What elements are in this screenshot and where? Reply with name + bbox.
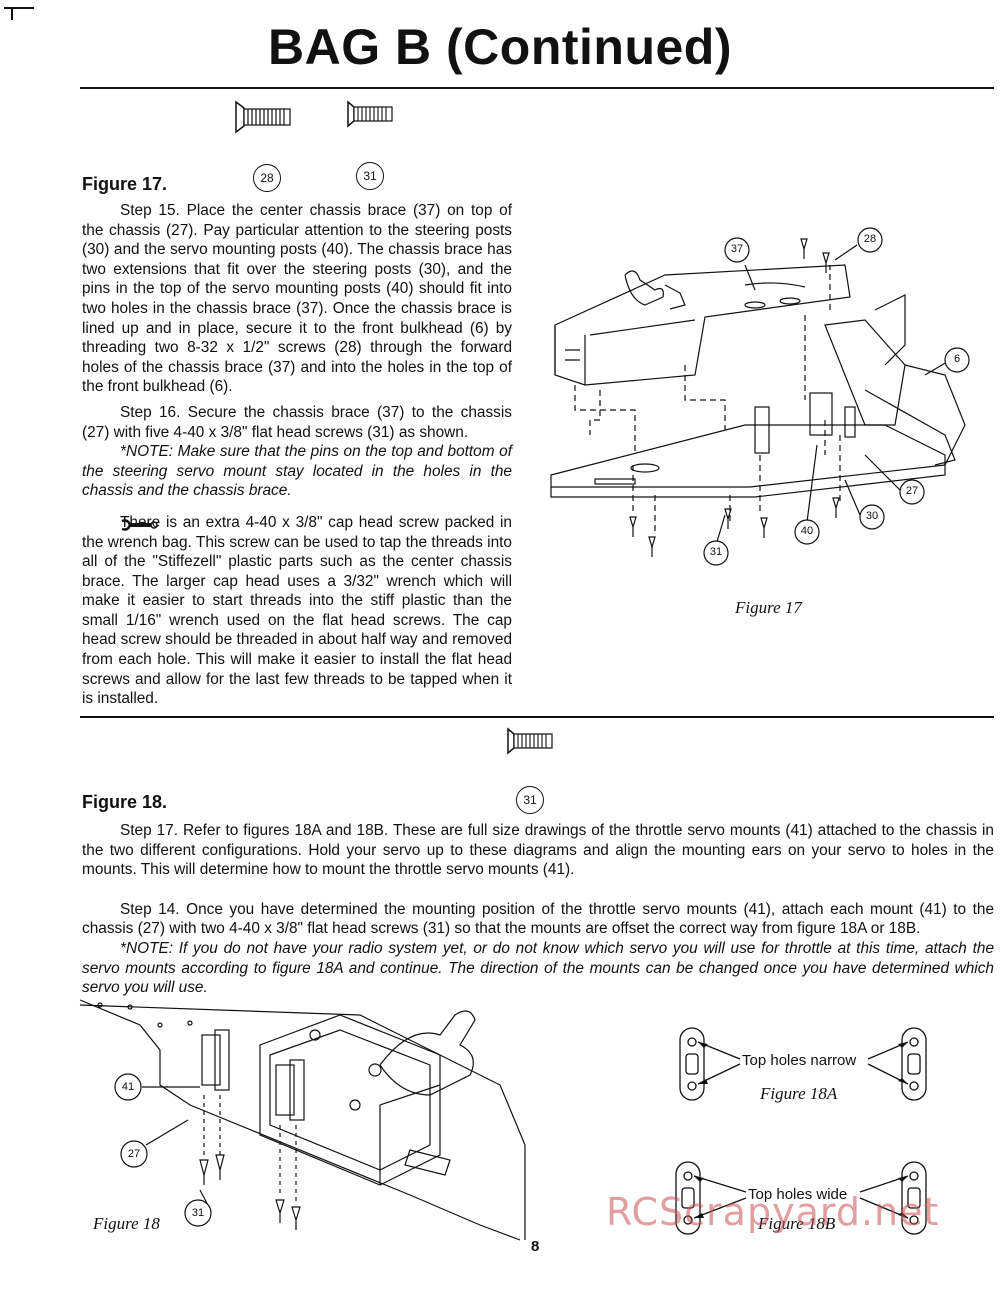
callout-40: 40 xyxy=(800,525,814,537)
figure17-note: *NOTE: Make sure that the pins on the to… xyxy=(82,443,512,500)
corner-mark xyxy=(4,7,34,20)
wrench-icon xyxy=(121,519,158,531)
screw-31-icon xyxy=(347,100,393,128)
tip-paragraph: There is an extra 4-40 x 3/8" cap head s… xyxy=(82,513,512,709)
step16-text: Step 16. Secure the chassis brace (37) t… xyxy=(82,403,512,441)
step14-text: Step 14. Once you have determined the mo… xyxy=(82,900,994,938)
watermark-text: RCScrapyard.net xyxy=(606,1190,940,1234)
part-label-31-fig18: 31 xyxy=(516,786,544,814)
figure18b-drawing xyxy=(675,1161,927,1235)
figure17-caption: Figure 17 xyxy=(735,598,802,617)
callout-27-fig18: 27 xyxy=(127,1148,141,1160)
figure18-heading: Figure 18. xyxy=(82,792,168,812)
part-label-31: 31 xyxy=(356,162,384,190)
figure18a-drawing xyxy=(679,1027,927,1101)
figure18-text: Step 17. Refer to figures 18A and 18B. T… xyxy=(82,821,994,998)
figure17-heading: Figure 17. xyxy=(82,174,168,194)
fig18b-label: Top holes wide xyxy=(748,1186,848,1203)
callout-41: 41 xyxy=(121,1081,135,1093)
section-divider xyxy=(80,716,994,718)
screw-28-icon xyxy=(235,100,291,134)
tip-text: There is an extra 4-40 x 3/8" cap head s… xyxy=(82,513,512,708)
callout-6: 6 xyxy=(953,353,961,365)
callout-31: 31 xyxy=(709,546,723,558)
part-label-28: 28 xyxy=(253,164,281,192)
callout-30: 30 xyxy=(865,510,879,522)
figure18-note: *NOTE: If you do not have your radio sys… xyxy=(82,939,994,997)
page-title: BAG B (Continued) xyxy=(268,19,732,75)
callout-31-fig18: 31 xyxy=(191,1207,205,1219)
figure18-drawing xyxy=(79,999,526,1241)
fig18a-caption: Figure 18A xyxy=(760,1084,838,1103)
screw-31-icon-fig18 xyxy=(507,727,553,755)
callout-37: 37 xyxy=(730,243,744,255)
title-divider xyxy=(80,87,994,89)
fig18b-caption: Figure 18B xyxy=(758,1214,836,1233)
step15-text: Step 15. Place the center chassis brace … xyxy=(82,202,512,396)
step17-text: Step 17. Refer to figures 18A and 18B. T… xyxy=(82,822,994,879)
figure17-text: Step 15. Place the center chassis brace … xyxy=(82,201,512,709)
callout-27: 27 xyxy=(905,485,919,497)
callout-28: 28 xyxy=(863,233,877,245)
figure18-caption: Figure 18 xyxy=(93,1214,160,1233)
page-number: 8 xyxy=(531,1238,540,1255)
fig18a-label: Top holes narrow xyxy=(742,1052,857,1069)
figure17-drawing xyxy=(550,227,970,566)
